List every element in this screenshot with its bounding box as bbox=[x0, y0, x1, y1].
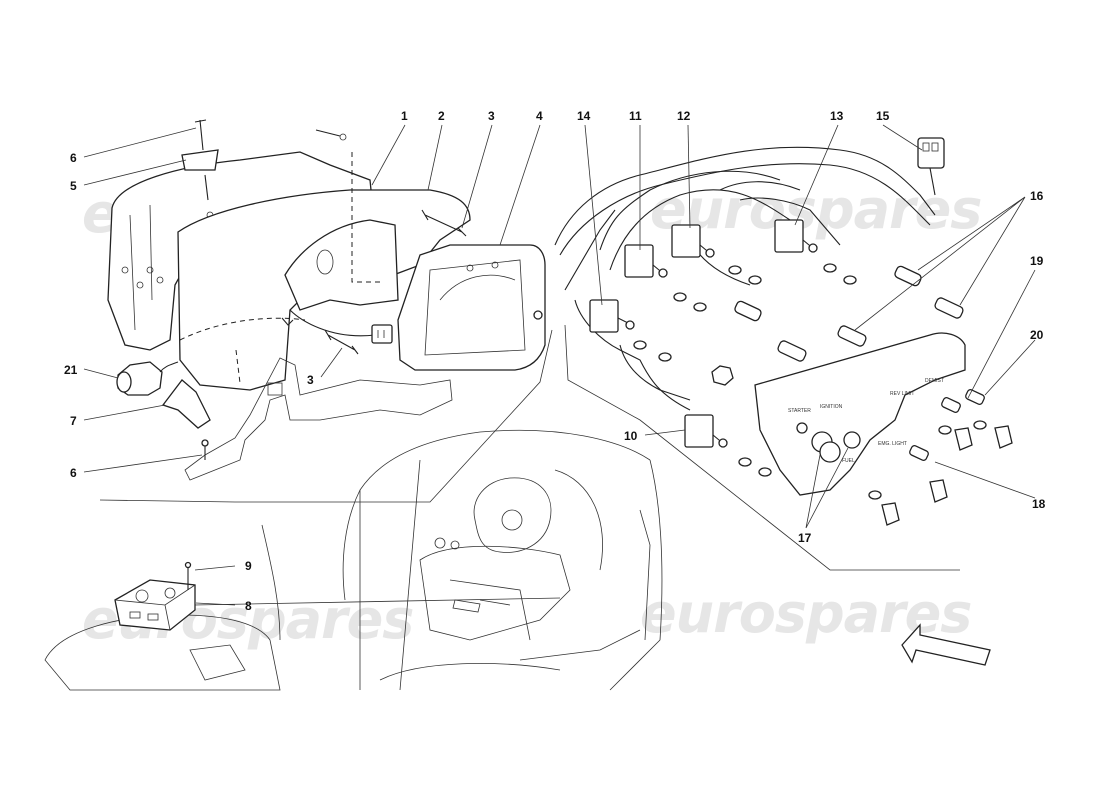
callout-19: 19 bbox=[1030, 254, 1044, 268]
callout-13: 13 bbox=[830, 109, 844, 123]
callout-15: 15 bbox=[876, 109, 890, 123]
callout-12: 12 bbox=[677, 109, 691, 123]
screw-top bbox=[421, 209, 467, 237]
callout-2: 2 bbox=[438, 109, 445, 123]
switch-box-part-8 bbox=[114, 579, 196, 631]
callout-9: 9 bbox=[245, 559, 252, 573]
panel-label-starter: STARTER bbox=[788, 408, 811, 414]
callout-7: 7 bbox=[70, 414, 77, 428]
knobs-part-18 bbox=[881, 425, 1013, 526]
callout-18: 18 bbox=[1032, 497, 1046, 511]
callout-3-bottom: 3 bbox=[307, 373, 314, 387]
pilot-lights-part-19-20 bbox=[909, 389, 985, 461]
callout-4: 4 bbox=[536, 109, 543, 123]
callout-5: 5 bbox=[70, 179, 77, 193]
inner-frame bbox=[284, 219, 399, 311]
panel-label-emg-light: EMG. LIGHT bbox=[878, 441, 907, 447]
switch-panel-assembly: STARTER IGNITION EMG. LIGHT FUEL REV LIM… bbox=[554, 137, 1013, 571]
callout-10: 10 bbox=[624, 429, 638, 443]
toggle-switch-part-10 bbox=[684, 414, 728, 448]
panel-label-fuel: FUEL bbox=[842, 458, 855, 464]
callout-20: 20 bbox=[1030, 328, 1044, 342]
toggle-switch-part-11 bbox=[624, 244, 668, 278]
lower-bracket bbox=[184, 357, 453, 481]
callout-leaders bbox=[83, 124, 1036, 606]
push-buttons-part-17 bbox=[796, 422, 861, 463]
panel-label-demist: DEMIST bbox=[925, 378, 944, 384]
display-unit-part-4 bbox=[397, 244, 546, 371]
round-connector-part-21 bbox=[116, 361, 179, 396]
vehicle-interior-view bbox=[342, 429, 663, 691]
panel-label-rev-limit: REV LIMIT bbox=[890, 391, 914, 397]
watermark-text-2: eurospares bbox=[650, 178, 981, 241]
instrument-cluster-assembly bbox=[99, 119, 553, 503]
panel-label-ignition: IGNITION bbox=[820, 404, 843, 410]
bracket-part-5 bbox=[181, 149, 219, 171]
connector-part-15 bbox=[917, 137, 945, 196]
callout-8: 8 bbox=[245, 599, 252, 613]
callout-6-top: 6 bbox=[70, 151, 77, 165]
callout-17: 17 bbox=[798, 531, 812, 545]
callout-6-bottom: 6 bbox=[70, 466, 77, 480]
washers bbox=[633, 263, 987, 500]
switch-dash-panel bbox=[754, 332, 966, 496]
callout-14: 14 bbox=[577, 109, 591, 123]
callout-21: 21 bbox=[64, 363, 78, 377]
screw-bottom bbox=[324, 329, 359, 355]
callout-labels: 1 2 3 3 4 5 6 6 7 8 9 10 11 12 13 14 15 … bbox=[64, 109, 1046, 613]
callout-11: 11 bbox=[629, 109, 642, 123]
bulb-holders-part-16 bbox=[734, 265, 964, 362]
callout-16: 16 bbox=[1030, 189, 1044, 203]
callout-3-top: 3 bbox=[488, 109, 495, 123]
toggle-switch-part-13 bbox=[774, 219, 818, 253]
panel-printed-labels: STARTER IGNITION EMG. LIGHT FUEL REV LIM… bbox=[788, 378, 944, 464]
clip-part-7 bbox=[161, 379, 211, 429]
console-module bbox=[44, 524, 561, 691]
toggle-switch-part-12 bbox=[671, 224, 715, 258]
callout-1: 1 bbox=[401, 109, 408, 123]
toggle-switch-part-14 bbox=[589, 299, 635, 333]
direction-arrow bbox=[901, 623, 991, 666]
